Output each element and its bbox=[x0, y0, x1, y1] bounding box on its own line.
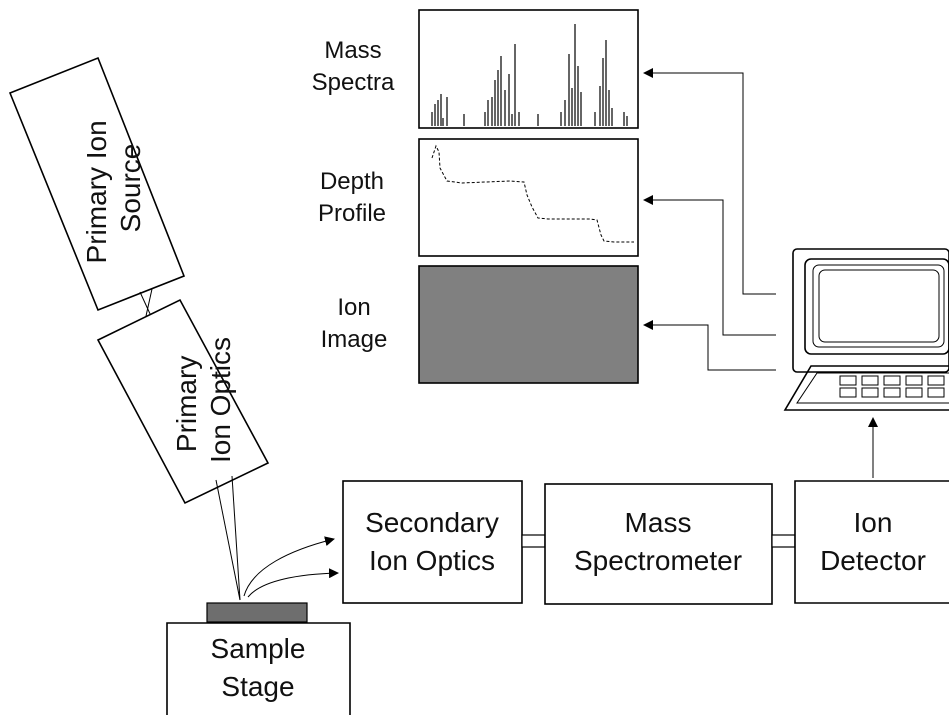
sample bbox=[206, 602, 308, 623]
source-optics-connector bbox=[139, 288, 153, 317]
depth-profile-plot bbox=[431, 144, 634, 243]
ion-image-label-1: Ion bbox=[337, 294, 370, 321]
primary-ion-source-label-1: Primary Ion bbox=[81, 120, 112, 263]
primary-ion-source-label-2: Source bbox=[115, 144, 146, 233]
secondary-ion-optics: Secondary Ion Optics bbox=[342, 480, 523, 604]
connector-optics-spectrometer bbox=[521, 534, 546, 548]
output-arrows bbox=[643, 68, 776, 371]
secondary-ion-optics-label-2: Ion Optics bbox=[369, 545, 495, 576]
svg-text:Primary Ion Optics: Primary Ion Optics bbox=[171, 337, 236, 463]
mass-spectra-panel: Mass Spectra bbox=[312, 9, 639, 129]
ion-image-panel: Ion Image bbox=[321, 265, 639, 384]
sample-stage-label-2: Stage bbox=[221, 671, 294, 702]
mass-spectrometer-label-2: Spectrometer bbox=[574, 545, 742, 576]
svg-text:Primary Ion Source: Primary Ion Source bbox=[81, 113, 146, 264]
depth-profile-label-2: Profile bbox=[318, 200, 386, 227]
sample-stage: Sample Stage bbox=[166, 622, 351, 715]
mass-spectra-label-1: Mass bbox=[324, 37, 381, 64]
depth-profile-label-1: Depth bbox=[320, 168, 384, 195]
secondary-ion-optics-label-1: Secondary bbox=[365, 507, 499, 538]
mass-spectrometer: Mass Spectrometer bbox=[544, 483, 773, 605]
sample-stage-label-1: Sample bbox=[211, 633, 306, 664]
mass-spectrometer-label-1: Mass bbox=[625, 507, 692, 538]
primary-ion-beam bbox=[215, 475, 241, 601]
primary-ion-optics: Primary Ion Optics bbox=[96, 298, 270, 505]
secondary-ion-arrows bbox=[243, 536, 339, 598]
computer-icon bbox=[783, 248, 949, 411]
primary-ion-optics-label-1: Primary bbox=[171, 356, 202, 452]
ion-image bbox=[418, 265, 639, 384]
ion-detector: Ion Detector bbox=[794, 480, 949, 604]
primary-ion-optics-label-2: Ion Optics bbox=[205, 337, 236, 463]
primary-ion-source: Primary Ion Source bbox=[8, 56, 186, 312]
ion-detector-label-2: Detector bbox=[820, 545, 926, 576]
ion-image-label-2: Image bbox=[321, 326, 388, 353]
mass-spectrum-plot bbox=[431, 24, 628, 126]
mass-spectra-label-2: Spectra bbox=[312, 69, 395, 96]
ion-detector-label-1: Ion bbox=[854, 507, 893, 538]
depth-profile-panel: Depth Profile bbox=[318, 138, 639, 257]
connector-spectrometer-detector bbox=[771, 534, 796, 548]
